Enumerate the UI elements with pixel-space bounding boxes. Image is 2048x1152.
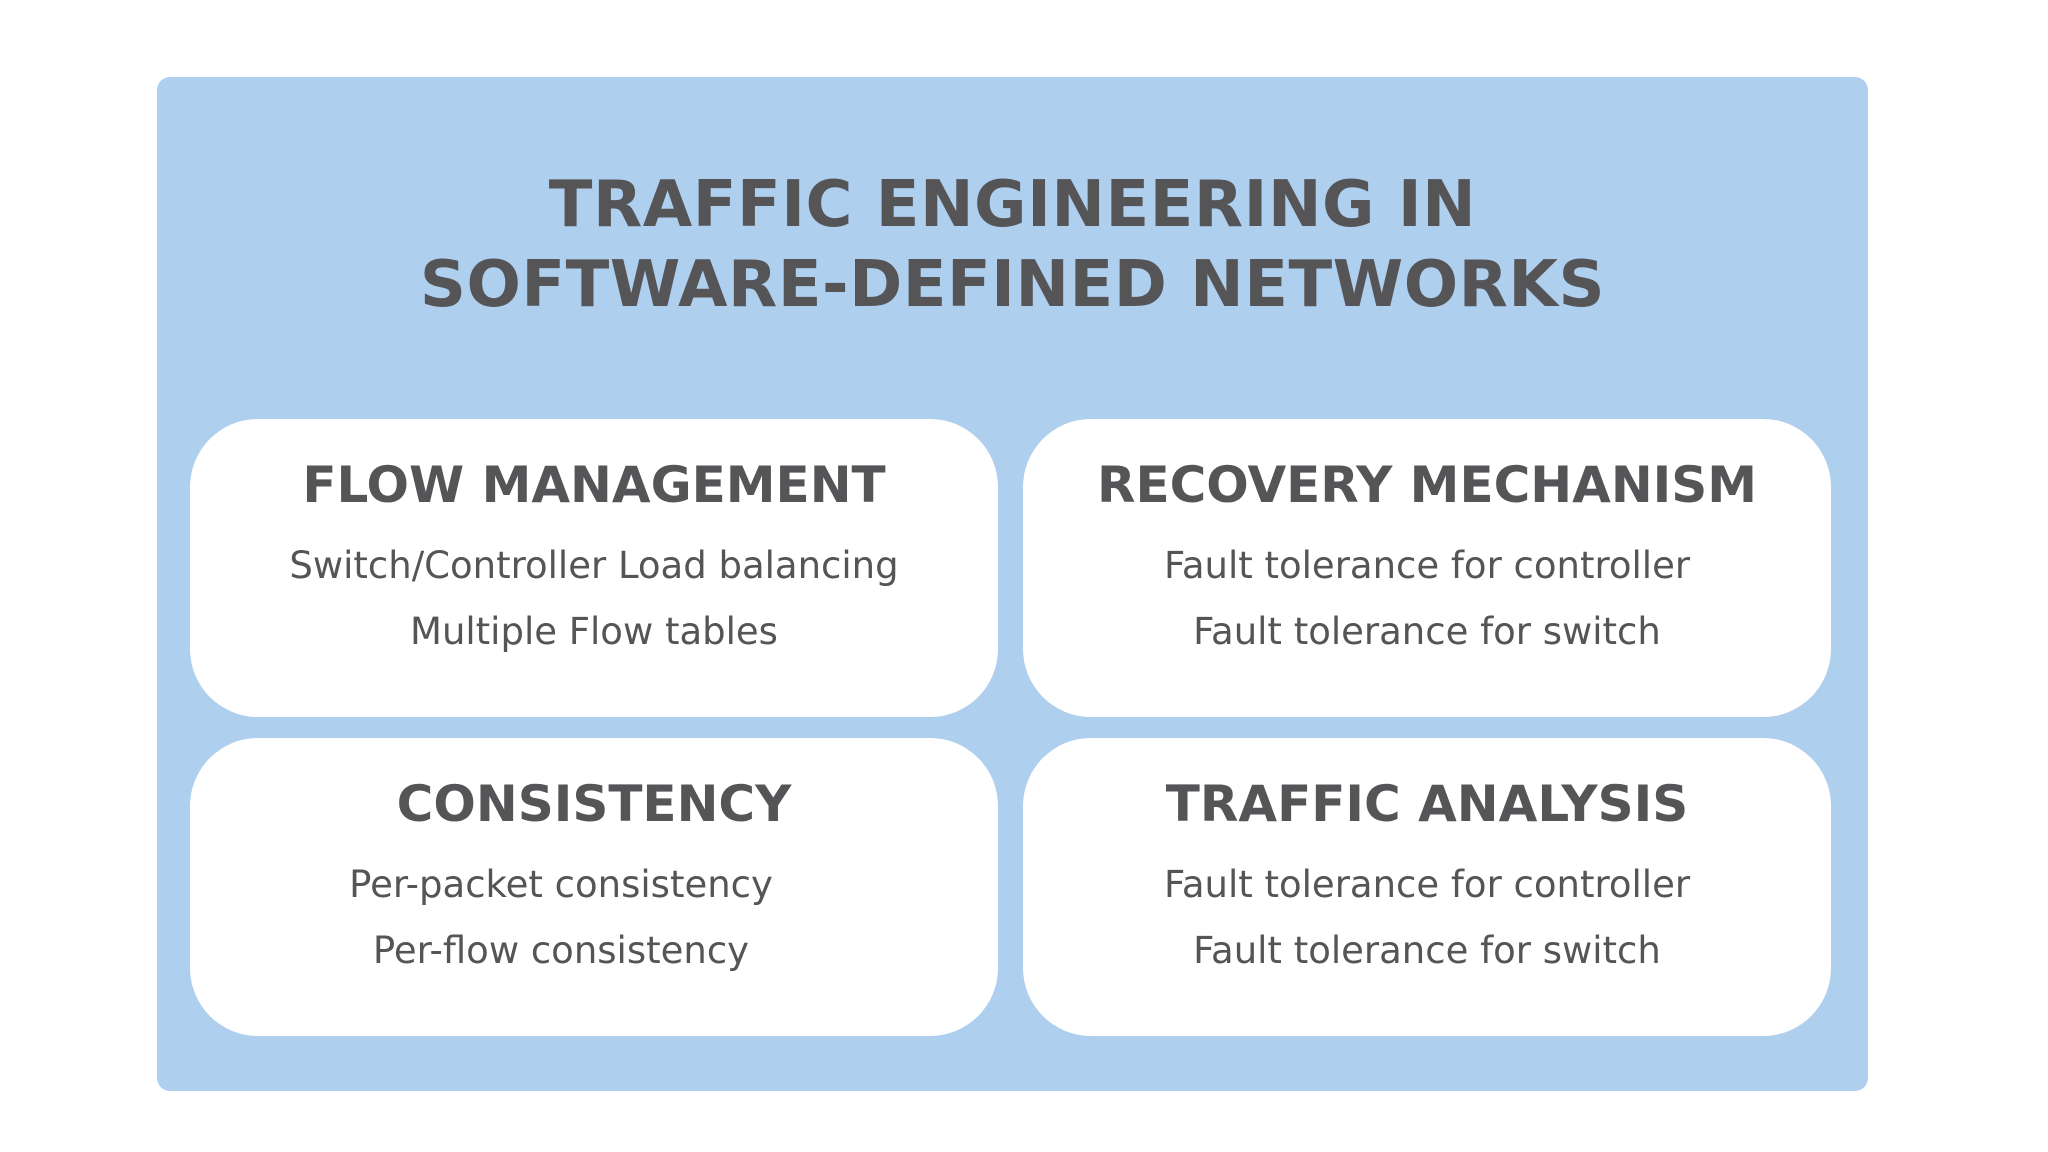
diagram-panel: TRAFFIC ENGINEERING IN SOFTWARE-DEFINED …: [157, 77, 1868, 1091]
card-item: Fault tolerance for switch: [1193, 610, 1661, 653]
card-title: CONSISTENCY: [396, 775, 792, 833]
card-recovery-mechanism: RECOVERY MECHANISM Fault tolerance for c…: [1023, 419, 1831, 717]
title-line-2: SOFTWARE-DEFINED NETWORKS: [419, 248, 1606, 322]
card-consistency: CONSISTENCY Per-packet consistency Per-f…: [190, 738, 998, 1036]
card-flow-management: FLOW MANAGEMENT Switch/Controller Load b…: [190, 419, 998, 717]
card-title: FLOW MANAGEMENT: [302, 456, 886, 514]
card-item: Fault tolerance for controller: [1163, 544, 1691, 587]
card-traffic-analysis: TRAFFIC ANALYSIS Fault tolerance for con…: [1023, 738, 1831, 1036]
title-line-1: TRAFFIC ENGINEERING IN: [548, 168, 1477, 242]
diagram-title: TRAFFIC ENGINEERING IN SOFTWARE-DEFINED …: [157, 165, 1868, 325]
card-item: Per-packet consistency: [349, 863, 773, 906]
card-item: Switch/Controller Load balancing: [289, 544, 899, 587]
card-item: Multiple Flow tables: [410, 610, 778, 653]
card-title: TRAFFIC ANALYSIS: [1165, 775, 1689, 833]
card-item: Fault tolerance for switch: [1193, 929, 1661, 972]
card-item: Per-flow consistency: [372, 929, 750, 972]
card-title: RECOVERY MECHANISM: [1096, 456, 1758, 514]
card-item: Fault tolerance for controller: [1163, 863, 1691, 906]
